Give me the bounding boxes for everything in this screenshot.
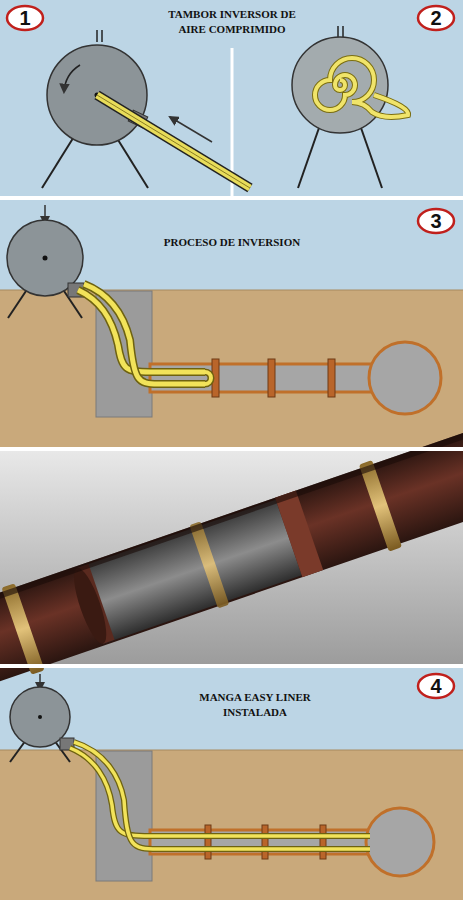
callout-number: 2 xyxy=(416,4,456,32)
callout-ellipse xyxy=(418,6,454,30)
panel-heading: MANGA EASY LINER INSTALADA xyxy=(193,690,318,720)
callout-number: 1 xyxy=(5,4,45,32)
callout-number: 3 xyxy=(416,207,456,235)
panel-heading: TAMBOR INVERSOR DE AIRE COMPRIMIDO xyxy=(157,7,307,37)
callout-text: 4 xyxy=(430,676,441,696)
callout-text: 2 xyxy=(430,8,441,28)
callout-ellipse xyxy=(418,209,454,233)
callout-text: 1 xyxy=(19,8,30,28)
callout-ellipse xyxy=(7,6,43,30)
callout-number: 4 xyxy=(416,672,456,700)
callout-text: 3 xyxy=(430,211,441,231)
panel-heading: PROCESO DE INVERSION xyxy=(132,235,332,250)
callout-ellipse xyxy=(418,674,454,698)
